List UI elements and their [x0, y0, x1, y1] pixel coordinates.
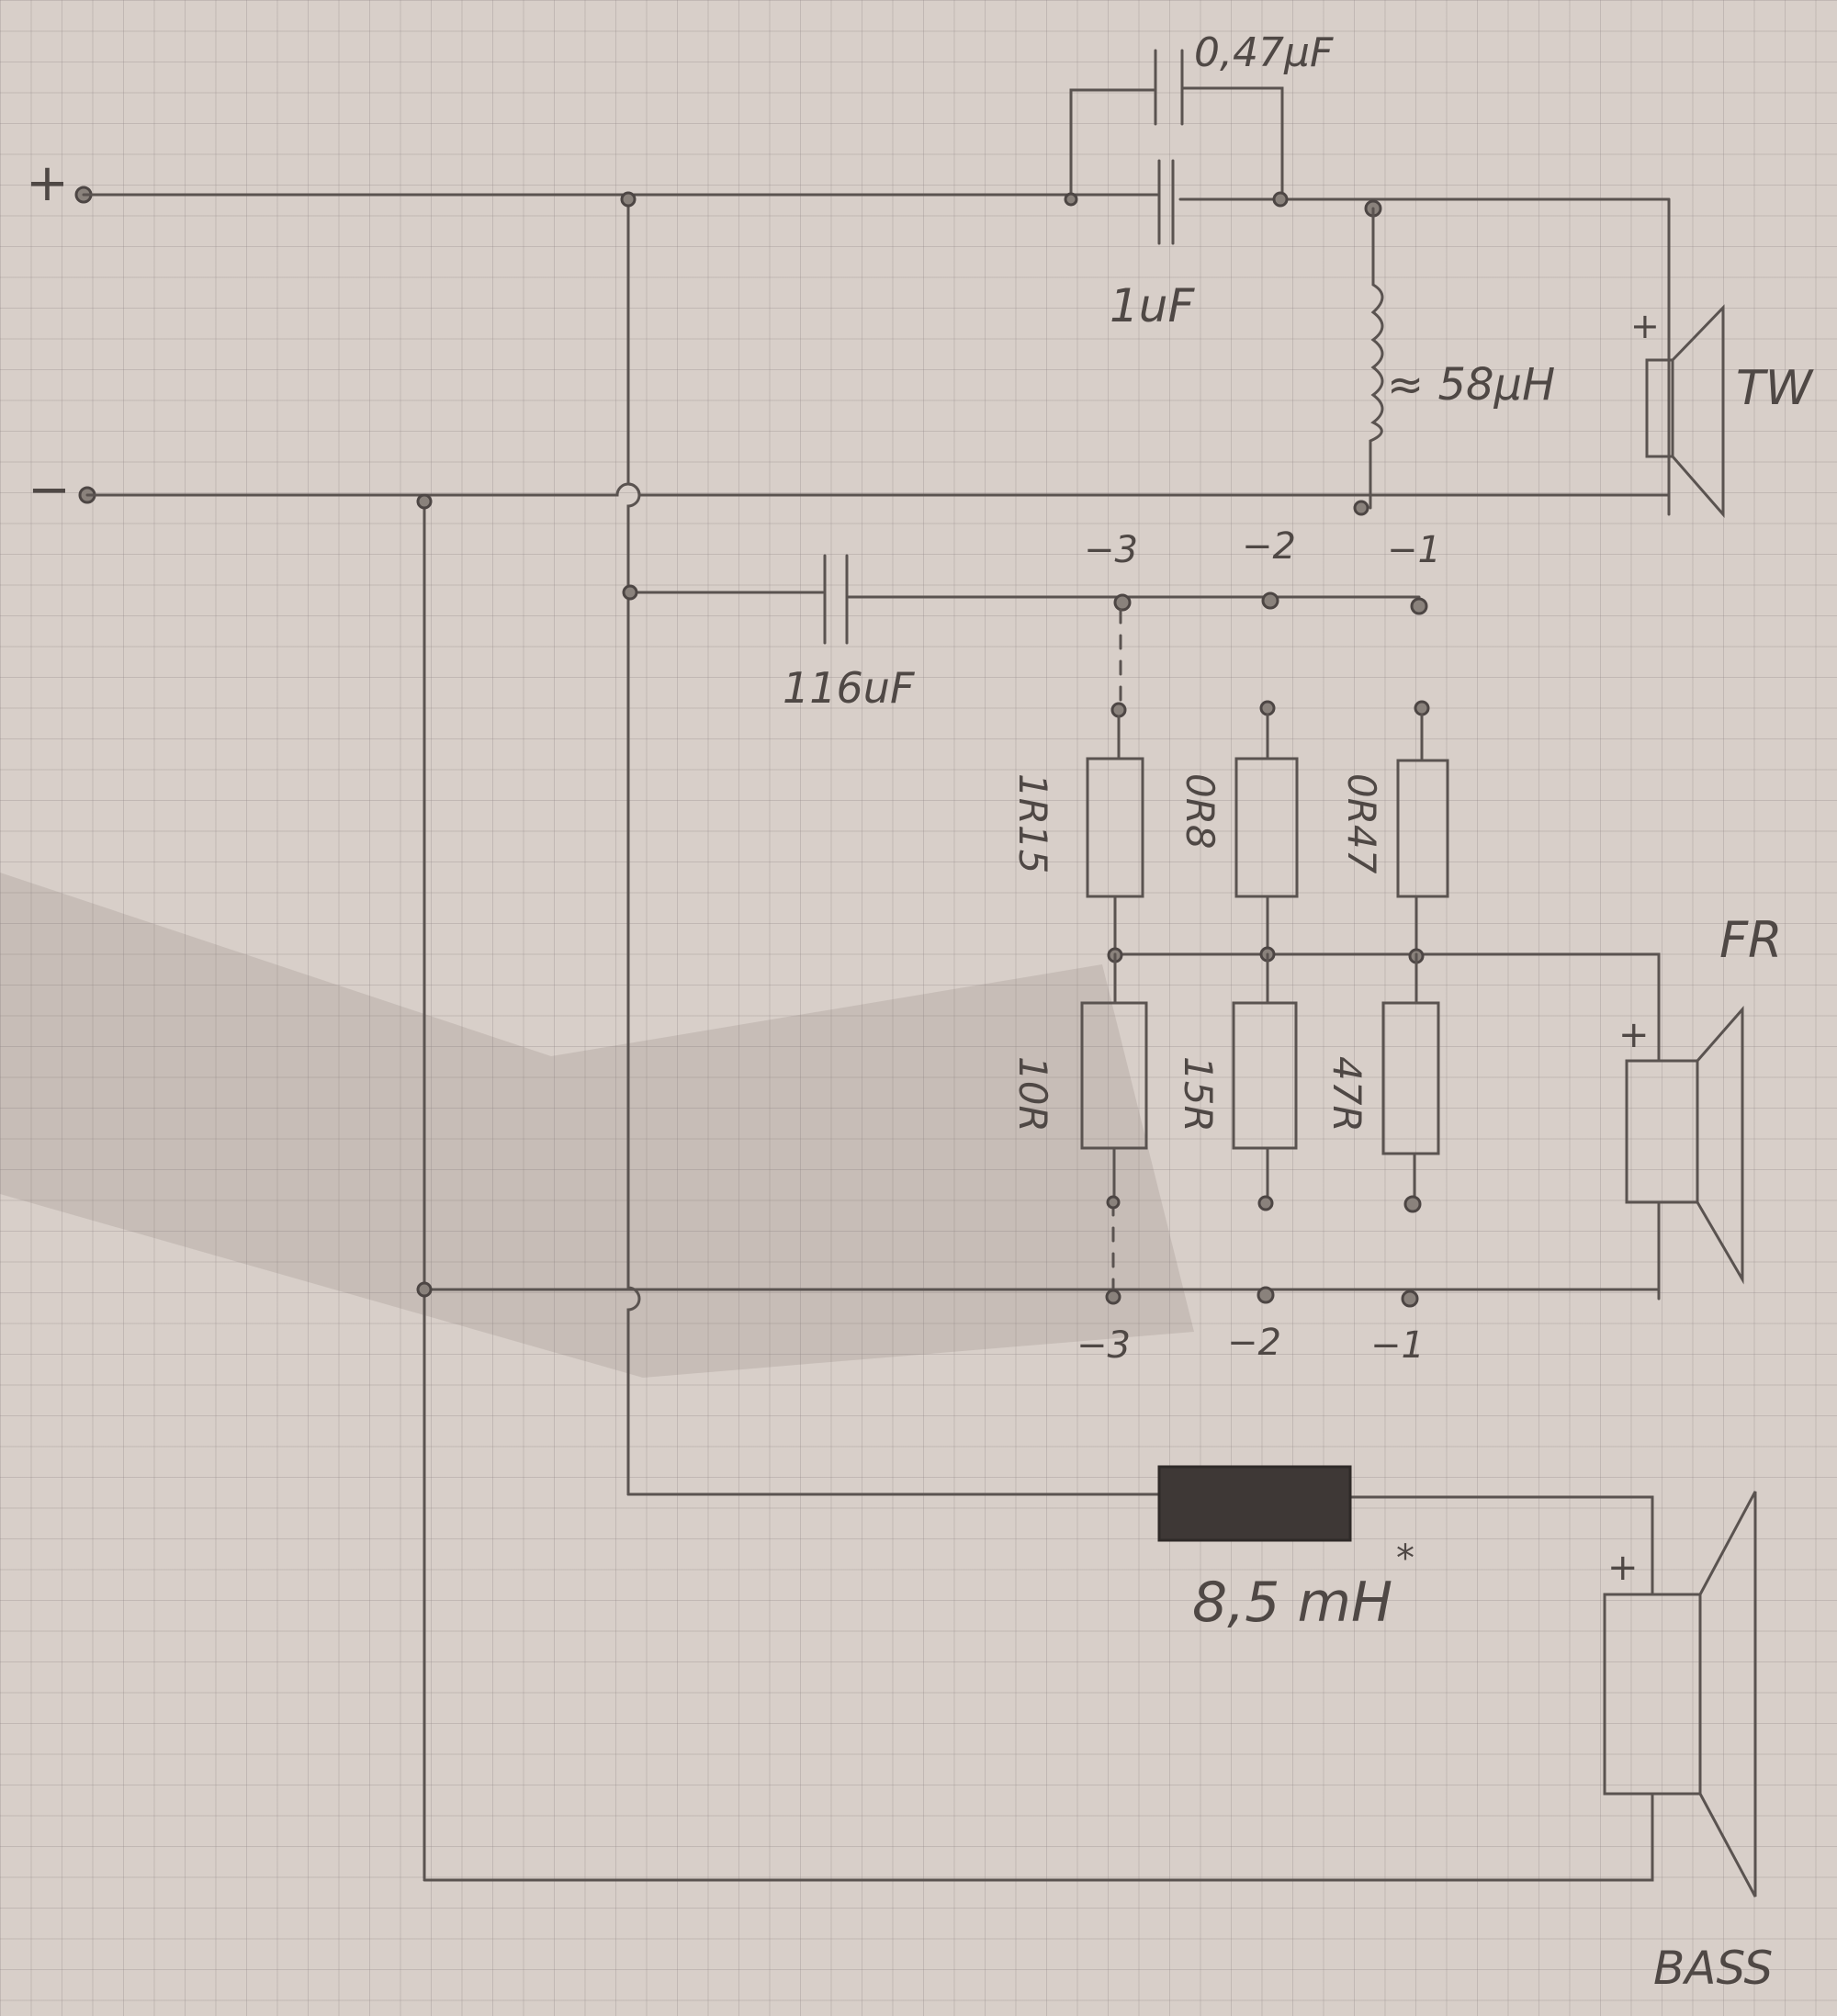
bypass-cap-label: 0,47µF: [1194, 29, 1334, 76]
fullrange-cap-wire: [628, 591, 1421, 599]
node: [1064, 192, 1078, 207]
fullrange-speaker: [1625, 1006, 1744, 1285]
fullrange-label: FR: [1719, 911, 1783, 969]
node: [1272, 191, 1289, 208]
plus-terminal-label: +: [26, 153, 69, 213]
plus-wire: [82, 193, 1671, 201]
tap-top-1-node[interactable]: [1410, 597, 1428, 615]
tap-bottom-1-node[interactable]: [1401, 1290, 1419, 1308]
resistor-47r-label: 47R: [1324, 1056, 1369, 1132]
tap-bottom-3-node[interactable]: [1105, 1289, 1121, 1305]
tap-top-3: −3: [1084, 529, 1138, 571]
fullrange-polarity: +: [1618, 1014, 1650, 1056]
series-resistors: [1086, 700, 1449, 956]
tap-bottom-2: −2: [1227, 1322, 1281, 1364]
bass-polarity: +: [1607, 1547, 1639, 1589]
node: [620, 191, 637, 208]
tap-bottom-1: −1: [1370, 1324, 1425, 1367]
resistor-15r-label: 15R: [1176, 1056, 1221, 1132]
bass-inductor: [1157, 1465, 1352, 1542]
main-cap-label: 1uF: [1110, 279, 1196, 332]
tweeter-speaker: [1645, 197, 1725, 518]
resistor-0r8-label: 0R8: [1178, 773, 1223, 850]
resistor-1r15-label: 1R15: [1010, 773, 1055, 873]
tweeter-polarity: +: [1630, 306, 1660, 346]
tap-bottom-2-node[interactable]: [1257, 1286, 1275, 1304]
shunt-resistors: [1080, 952, 1440, 1213]
tap-top-2: −2: [1242, 525, 1296, 568]
tap-top-2-node[interactable]: [1261, 591, 1279, 610]
bass-speaker: [1603, 1491, 1757, 1898]
bass-inductor-label: 8,5 mH: [1192, 1571, 1392, 1635]
bass-wire: [423, 1492, 1654, 1882]
minus-wire: [85, 482, 1671, 497]
tap-top-3-node[interactable]: [1113, 593, 1132, 612]
node: [622, 584, 638, 601]
paper-shadow: [0, 873, 1194, 1378]
resistor-0r47-label: 0R47: [1339, 773, 1384, 874]
node: [1353, 500, 1369, 516]
tap-top-1: −1: [1387, 529, 1441, 571]
fullrange-capacitor-116uf: [823, 554, 849, 645]
bass-label: BASS: [1653, 1942, 1773, 1995]
tweeter-inductor-label: ≈ 58µH: [1387, 359, 1555, 411]
node: [416, 1281, 433, 1298]
tap-bottom-3: −3: [1076, 1324, 1131, 1367]
tweeter-inductor: [1369, 207, 1384, 510]
tweeter-capacitor-047uf: [1069, 49, 1284, 201]
plus-trunk: [626, 197, 641, 1496]
tweeter-capacitor-1uf: [1157, 159, 1175, 245]
minus-terminal-label: −: [28, 460, 71, 520]
node: [416, 493, 433, 510]
bass-inductor-asterisk: *: [1396, 1537, 1414, 1580]
fullrange-cap-label: 116uF: [783, 663, 915, 713]
tweeter-label: TW: [1736, 361, 1815, 416]
resistor-10r-label: 10R: [1010, 1056, 1055, 1132]
fullrange-feed-wire: [1113, 952, 1661, 1301]
